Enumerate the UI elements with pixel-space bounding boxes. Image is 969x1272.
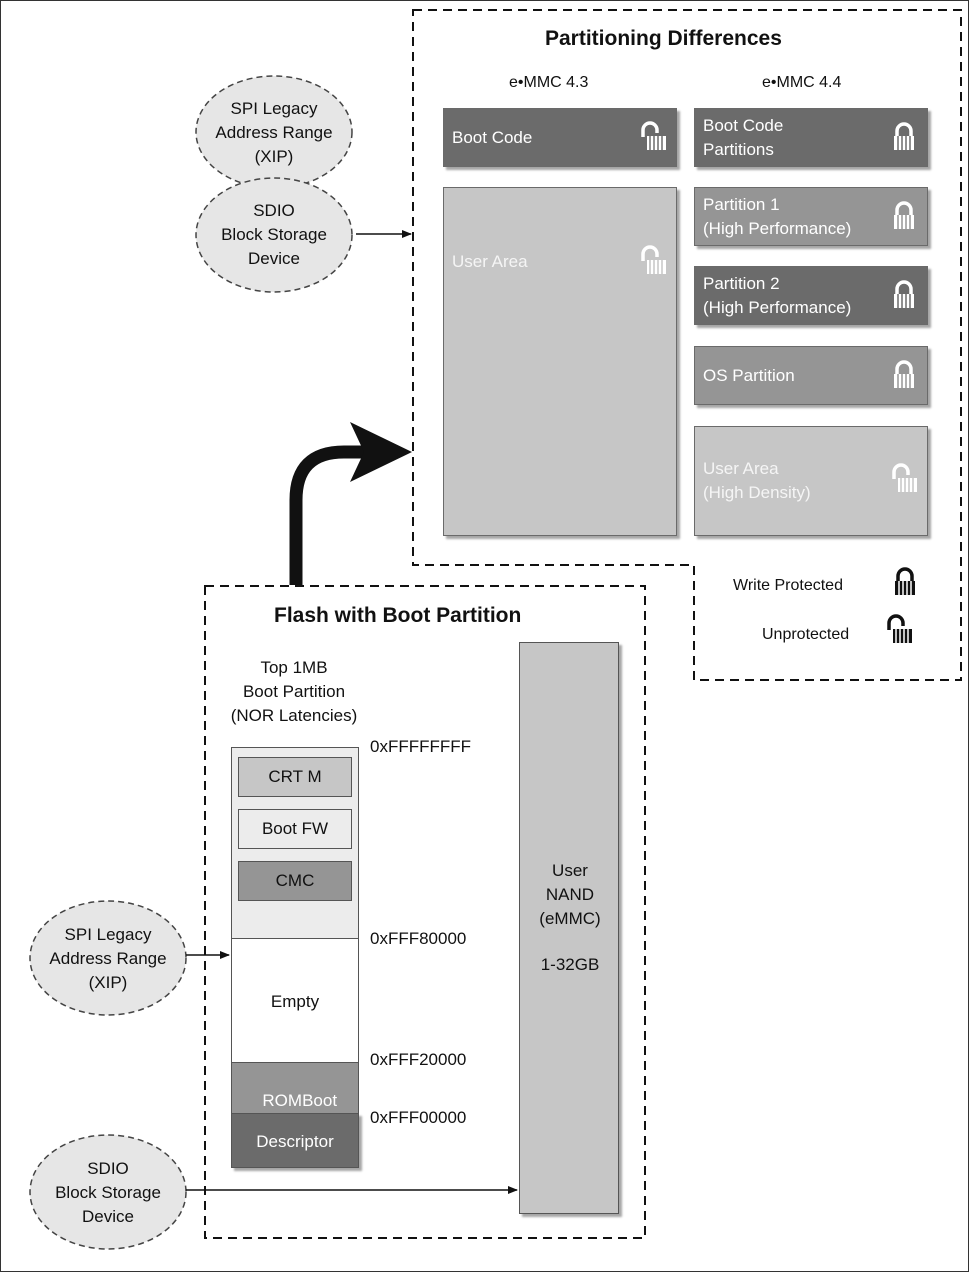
legend-write-protected-label: Write Protected (733, 577, 843, 594)
big-curved-arrow (289, 445, 366, 585)
crtm-block: CRT M (238, 757, 352, 797)
locked-padlock-icon (895, 567, 915, 595)
bottom-sdio-label: SDIO Block Storage Device (55, 1159, 161, 1226)
bottom-spi-label: SPI Legacy Address Range (XIP) (49, 925, 167, 992)
romboot-loader-block: ROMBoot Loader (231, 1062, 359, 1134)
emmc44-boot-code-partitions: Boot Code Partitions (694, 108, 928, 167)
flash-title: Flash with Boot Partition (274, 604, 522, 627)
emmc44-os-partition: OS Partition (694, 346, 928, 405)
flash-region-border (204, 585, 646, 1239)
emmc44-partition-2: Partition 2 (High Performance) (694, 266, 928, 325)
locked-padlock-icon (894, 122, 914, 150)
emmc44-partition-2-label: Partition 2 (High Performance) (703, 273, 852, 317)
top-spi-label: SPI Legacy Address Range (XIP) (215, 99, 333, 166)
bottom-spi-ellipse (29, 900, 187, 1016)
emmc44-user-area-label: User Area (High Density) (703, 459, 811, 502)
emmc44-header: e•MMC 4.4 (762, 74, 842, 91)
locked-padlock-icon (894, 360, 914, 388)
emmc44-boot-code-partitions-label: Boot Code Partitions (703, 115, 784, 159)
unlocked-padlock-icon (892, 463, 917, 492)
bootfw-block: Boot FW (238, 809, 352, 849)
emmc43-header: e•MMC 4.3 (509, 74, 589, 91)
address-fff00000: 0xFFF00000 (370, 1108, 467, 1127)
top-sdio-ellipse (195, 177, 353, 293)
address-fff80000: 0xFFF80000 (370, 929, 467, 948)
empty-label: Empty (270, 992, 320, 1011)
emmc44-user-area-high-density: User Area (High Density) (694, 426, 928, 536)
top-sdio-label: SDIO Block Storage Device (221, 201, 327, 268)
boot-partition-label: Top 1MB Boot Partition (NOR Latencies) (230, 658, 358, 725)
locked-padlock-icon (894, 280, 914, 308)
emmc43-boot-code-label: Boot Code (452, 127, 533, 147)
emmc44-partition-1-label: Partition 1 (High Performance) (703, 194, 852, 238)
user-nand-capacity: 1-32GB (540, 955, 600, 974)
user-nand-block: User NAND (eMMC) 1-32GB (519, 642, 619, 1214)
partitioning-region-border (412, 9, 962, 681)
descriptor-label: Descriptor (256, 1132, 334, 1151)
big-curved-arrowhead (350, 422, 412, 482)
emmc44-partition-1: Partition 1 (High Performance) (694, 187, 928, 246)
address-fff20000: 0xFFF20000 (370, 1050, 467, 1069)
descriptor-block: Descriptor (231, 1113, 359, 1168)
locked-padlock-icon (894, 201, 914, 229)
user-nand-label: User NAND (eMMC) (539, 861, 601, 928)
emmc44-os-partition-label: OS Partition (703, 365, 795, 385)
unlocked-padlock-icon (641, 121, 666, 150)
bottom-sdio-ellipse (29, 1134, 187, 1250)
address-top: 0xFFFFFFFF (370, 737, 472, 756)
emmc43-user-area: User Area (443, 187, 677, 536)
legend-unprotected-label: Unprotected (762, 626, 850, 643)
emmc43-boot-code: Boot Code (443, 108, 677, 167)
partitioning-title: Partitioning Differences (545, 27, 782, 50)
cmc-block: CMC (238, 861, 352, 901)
emmc43-user-area-label: User Area (452, 252, 528, 271)
unlocked-padlock-icon (641, 245, 666, 274)
empty-block: Empty (231, 938, 359, 1063)
unlocked-padlock-icon (887, 614, 912, 643)
